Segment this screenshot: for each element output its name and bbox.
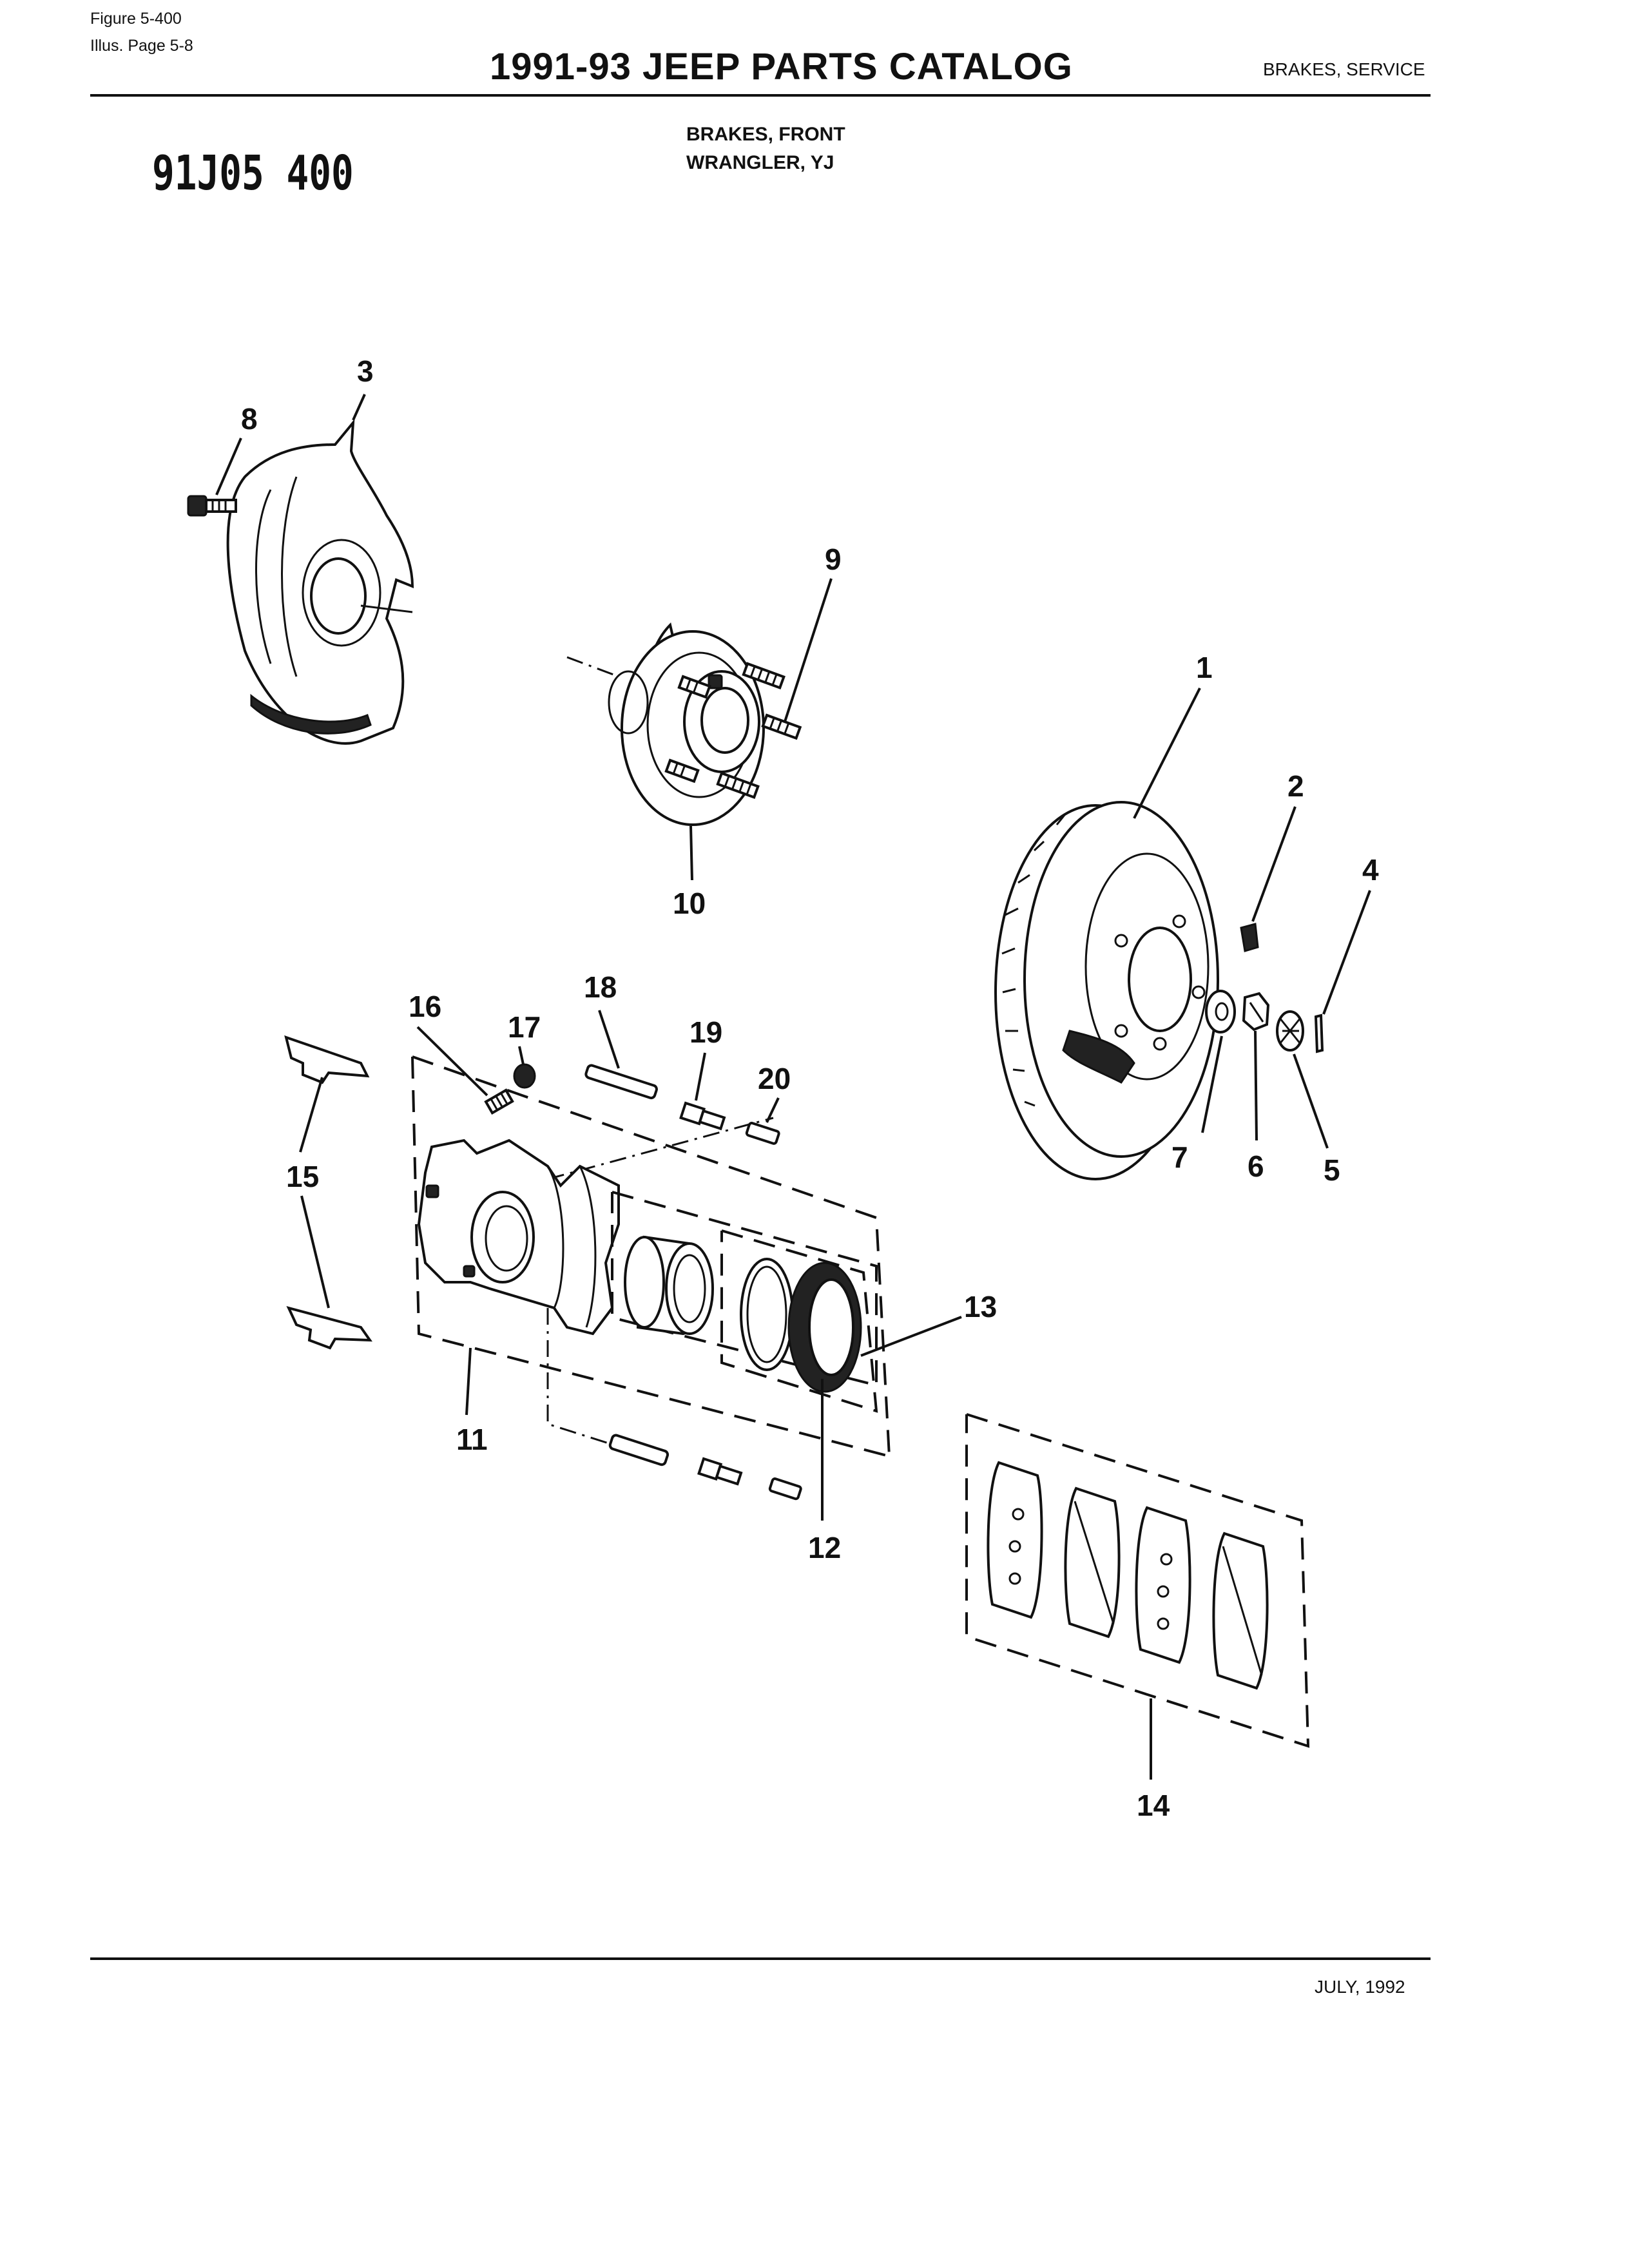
callout-18: 18 — [584, 970, 617, 1004]
washer-part — [1205, 990, 1236, 1033]
callout-14: 14 — [1137, 1789, 1170, 1822]
bushing-lower-part — [697, 1457, 743, 1486]
brake-pads-box — [965, 1413, 1310, 1748]
anti-rattle-clip-lower-part — [286, 1305, 372, 1350]
cotter-pin-part — [1314, 1014, 1324, 1053]
nut-part — [1242, 992, 1270, 1032]
nut-retainer-part — [1276, 1010, 1304, 1052]
brake-pad-outer-1-part — [987, 1461, 1043, 1619]
callout-1: 1 — [1196, 651, 1213, 684]
anti-rattle-clip-upper-part — [284, 1035, 370, 1084]
sleeve-part — [745, 1122, 780, 1145]
callout-16: 16 — [409, 990, 441, 1023]
callout-12: 12 — [808, 1531, 841, 1564]
callout-labels: 3 8 9 10 1 2 4 7 6 5 16 17 18 19 20 15 1… — [241, 354, 1379, 1822]
illustration-page: Illus. Page 5-8 — [90, 37, 193, 55]
callout-7: 7 — [1171, 1140, 1188, 1174]
splash-shield-part — [226, 418, 414, 745]
callout-13: 13 — [964, 1290, 997, 1323]
bushing-part — [679, 1101, 726, 1131]
brake-rotor-part — [994, 801, 1219, 1180]
piston-part — [624, 1235, 714, 1336]
brake-pad-inner-2-part — [1212, 1532, 1269, 1690]
leader-lines — [215, 394, 1371, 1780]
sleeve-lower-part — [768, 1477, 802, 1501]
wheel-stud-parts — [664, 662, 802, 799]
subtitle-brakes-front: BRAKES, FRONT — [686, 124, 845, 145]
callout-11: 11 — [456, 1423, 488, 1456]
drawing-number: 91J05 400 — [152, 146, 354, 201]
callout-6: 6 — [1248, 1149, 1264, 1183]
catalog-title: 1991-93 JEEP PARTS CATALOG — [490, 46, 1073, 88]
callout-3: 3 — [357, 354, 374, 388]
callout-2: 2 — [1287, 769, 1304, 803]
bleeder-screw-part — [484, 1088, 514, 1115]
callout-15: 15 — [286, 1160, 319, 1193]
bleeder-cap-part — [513, 1063, 536, 1089]
callout-4: 4 — [1362, 853, 1379, 887]
guide-pin-part — [584, 1064, 658, 1100]
brake-pad-outer-2-part — [1135, 1506, 1191, 1664]
key-part — [1240, 923, 1259, 952]
section-label: BRAKES, SERVICE — [1263, 59, 1425, 79]
subtitle-model: WRANGLER, YJ — [686, 152, 834, 173]
guide-pin-lower-part — [608, 1434, 670, 1466]
piston-kit-box — [611, 1191, 878, 1387]
callout-20: 20 — [758, 1062, 791, 1095]
callout-17: 17 — [508, 1010, 541, 1044]
seal-kit-box — [720, 1229, 878, 1413]
callout-5: 5 — [1324, 1153, 1340, 1187]
hub-bearing-part — [566, 622, 765, 826]
figure-number: Figure 5-400 — [90, 10, 182, 28]
callout-19: 19 — [689, 1015, 722, 1049]
callout-8: 8 — [241, 402, 258, 436]
footer-rule — [90, 1957, 1431, 1960]
caliper-part — [417, 1139, 620, 1336]
header-rule — [90, 94, 1431, 97]
piston-seal-part — [740, 1258, 794, 1371]
brake-pad-inner-1-part — [1064, 1486, 1121, 1639]
callout-9: 9 — [825, 543, 842, 576]
footer-date: JULY, 1992 — [1315, 1977, 1405, 1997]
dust-boot-part — [787, 1262, 862, 1393]
bolt-part — [187, 495, 237, 517]
callout-10: 10 — [673, 887, 706, 920]
